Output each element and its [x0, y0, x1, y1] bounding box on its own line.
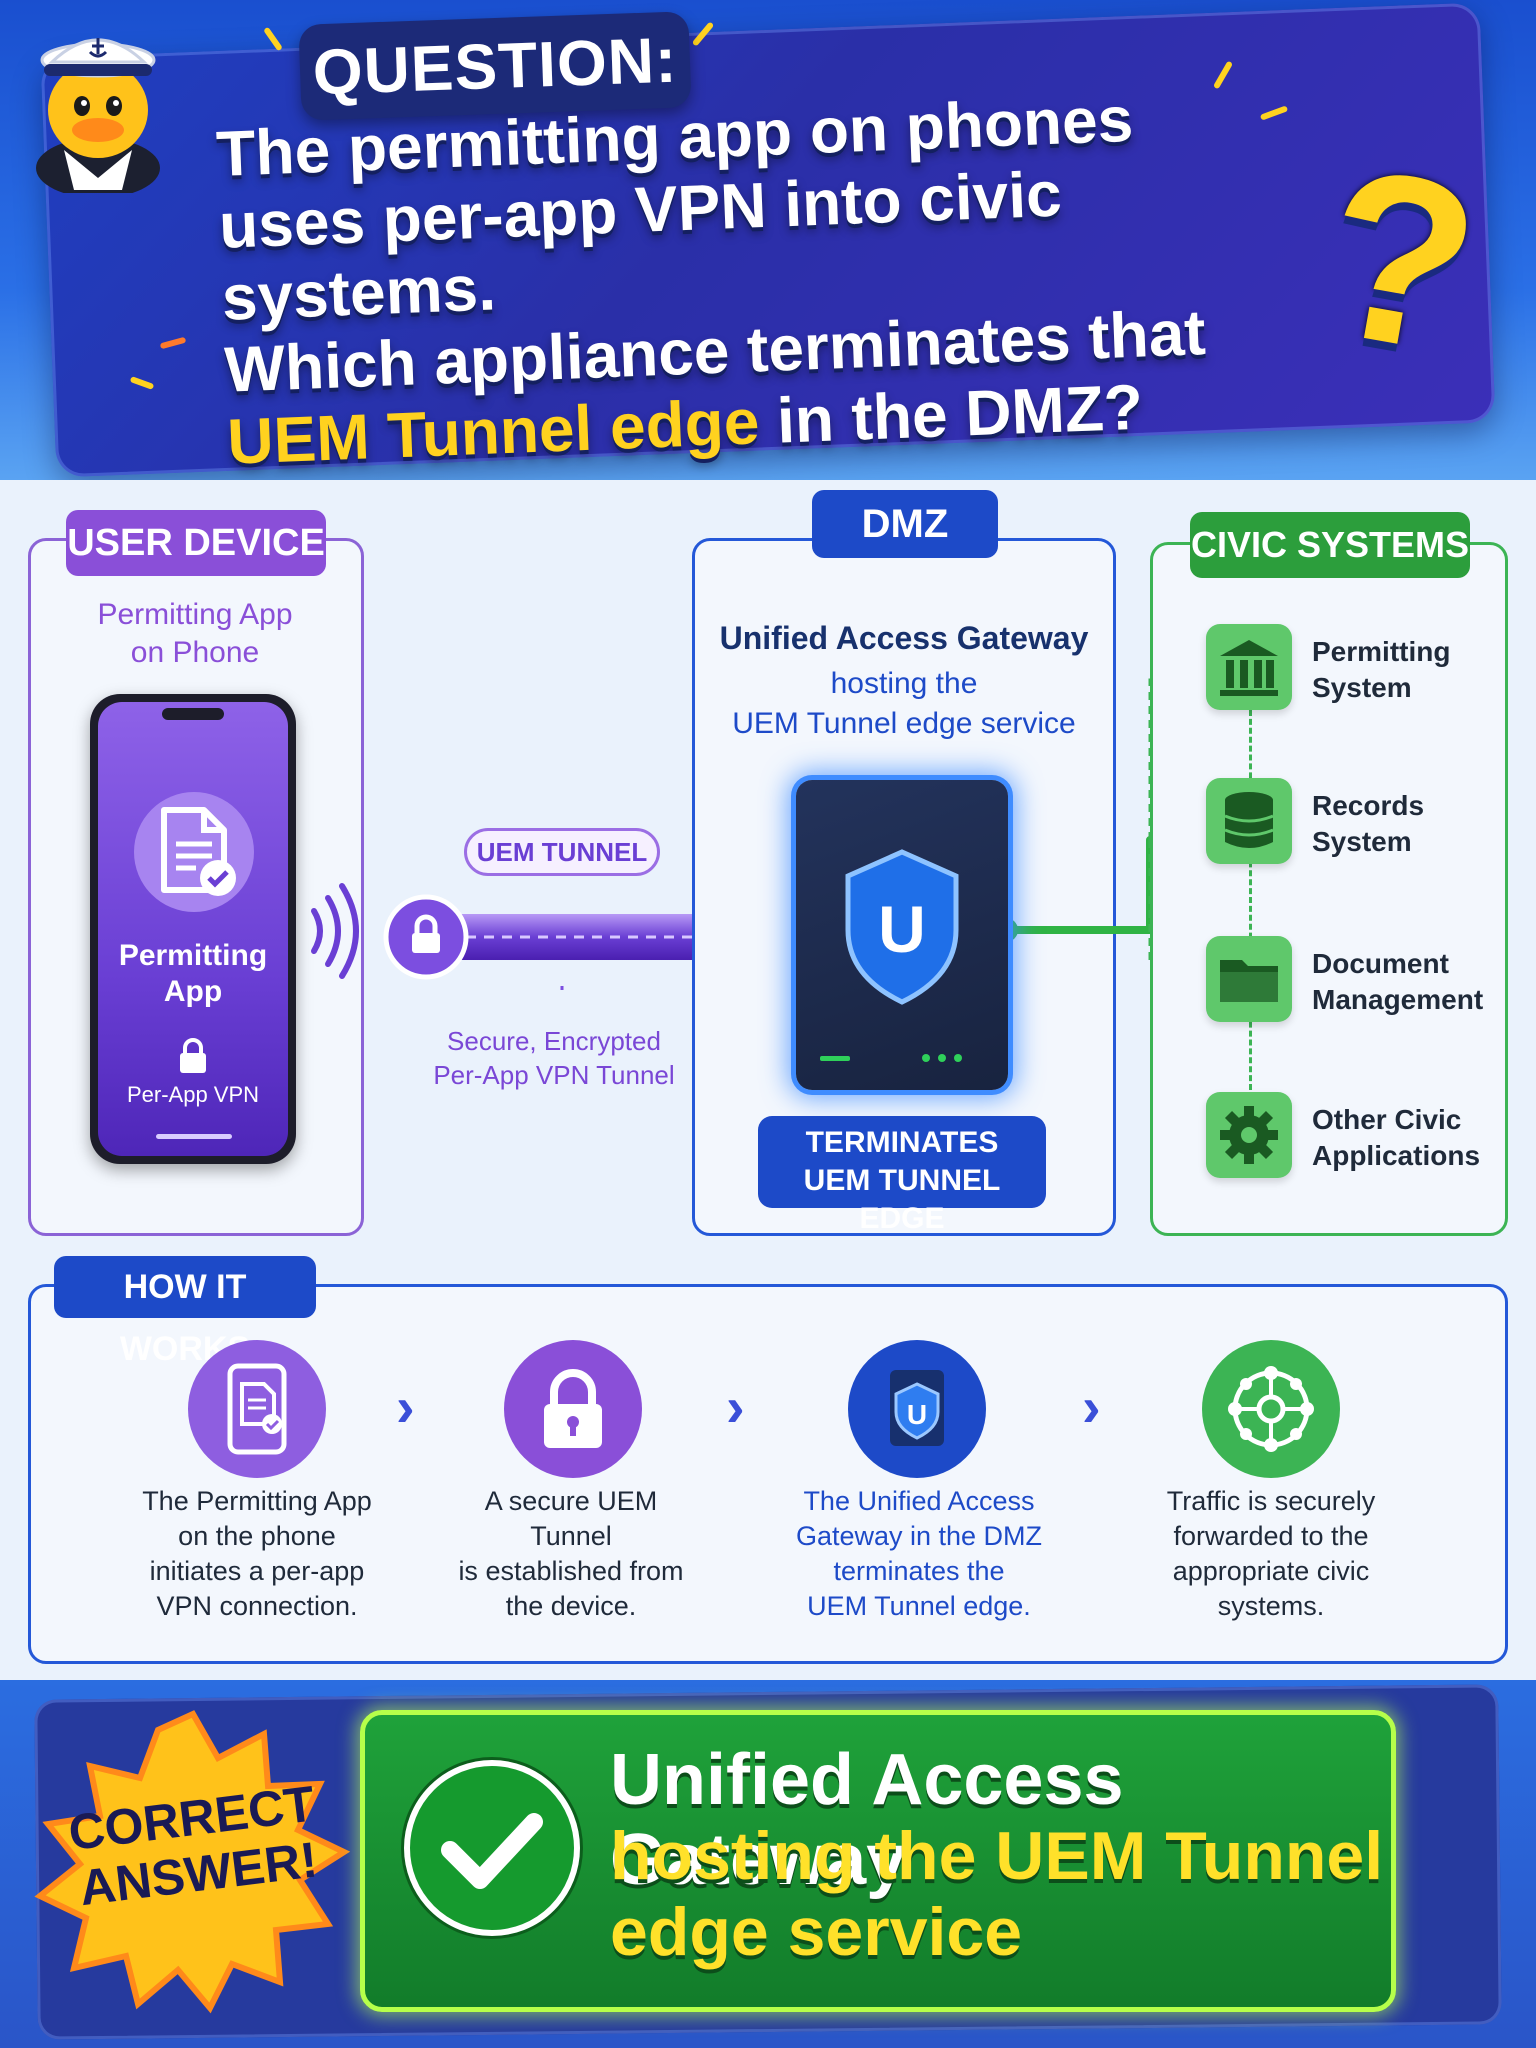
civic-label-line: System — [1312, 826, 1412, 857]
question-text: The permitting app on phones uses per-ap… — [215, 75, 1338, 478]
user-device-tag: USER DEVICE — [66, 510, 326, 576]
terminates-tag: TERMINATES UEM TUNNEL EDGE — [758, 1116, 1046, 1235]
step-line: initiates a per-app — [149, 1556, 365, 1586]
phone: Permitting App Per-App VPN — [90, 694, 296, 1164]
phone-screen: Permitting App Per-App VPN — [98, 702, 288, 1156]
terminates-line: UEM TUNNEL EDGE — [803, 1164, 1001, 1235]
uag-title: Unified Access Gateway — [719, 620, 1089, 656]
how-it-works-tag: HOW IT WORKS — [54, 1256, 316, 1368]
network-hub-icon — [1202, 1340, 1340, 1478]
step-line: The Permitting App — [142, 1486, 372, 1516]
chevron-right-icon: › — [1082, 1375, 1101, 1438]
step-line: terminates the — [833, 1556, 1005, 1586]
chevron-right-icon: › — [396, 1375, 415, 1438]
duck-mascot-icon — [36, 38, 160, 193]
civic-label-line: System — [1312, 672, 1412, 703]
shield-icon: U — [820, 849, 962, 1062]
permitting-app-icon[interactable] — [134, 792, 254, 912]
civic-label-line: Document — [1312, 948, 1449, 979]
civic-label-line: Management — [1312, 984, 1484, 1015]
step-line: on the phone — [178, 1521, 336, 1551]
civic-label-line: Records — [1312, 790, 1425, 821]
answer-title: Unified Access Gateway — [610, 1740, 1124, 1900]
civic-item-document-management[interactable]: Document Management — [1206, 936, 1496, 1032]
civic-dashed-line — [1249, 710, 1252, 1090]
step-line: The Unified Access — [803, 1486, 1035, 1516]
step-line: Gateway in the DMZ — [795, 1521, 1043, 1551]
svg-text:U: U — [907, 1399, 927, 1430]
signal-waves-icon — [311, 883, 359, 979]
how-step-text: A secure UEM Tunnel is established from … — [446, 1484, 696, 1624]
answer-detail-line: hosting the UEM Tunnel — [610, 1818, 1384, 1894]
subtitle-line: Permitting App — [97, 598, 293, 631]
user-device-subtitle: Permitting App on Phone — [40, 596, 350, 672]
civic-item-label: Permitting System — [1312, 634, 1502, 706]
appliance-badge-letter: U — [878, 892, 926, 966]
phone-document-icon — [188, 1340, 326, 1478]
civic-label-line: Permitting — [1312, 636, 1451, 667]
civic-item-other-applications[interactable]: Other Civic Applications — [1206, 1092, 1496, 1188]
correct-answer-burst-icon — [34, 1710, 351, 2014]
civic-item-permitting[interactable]: Permitting System — [1206, 624, 1496, 720]
civic-label-line: Other Civic — [1312, 1104, 1462, 1135]
chevron-right-icon: › — [726, 1375, 745, 1438]
how-step-text: The Unified Access Gateway in the DMZ te… — [794, 1484, 1044, 1624]
uag-subtitle-line: UEM Tunnel edge service — [732, 707, 1076, 740]
civic-item-records[interactable]: Records System — [1206, 778, 1496, 874]
gateway-shield-icon: U — [848, 1340, 986, 1478]
per-app-vpn-label: Per-App VPN — [126, 1082, 260, 1107]
step-line: A secure UEM Tunnel — [484, 1486, 658, 1551]
document-check-icon — [161, 807, 236, 896]
database-icon — [1206, 778, 1292, 864]
step-line: VPN connection. — [156, 1591, 358, 1621]
terminates-line: TERMINATES — [805, 1126, 999, 1159]
how-step-text: Traffic is securely forwarded to the app… — [1146, 1484, 1396, 1624]
step-line: forwarded to the — [1173, 1521, 1369, 1551]
uem-tunnel-tag: UEM TUNNEL — [464, 828, 660, 876]
how-step-text: The Permitting App on the phone initiate… — [132, 1484, 382, 1624]
step-line: the device. — [505, 1591, 637, 1621]
civic-label-line: Applications — [1312, 1140, 1481, 1171]
padlock-icon — [504, 1340, 642, 1478]
gear-icon — [1206, 1092, 1292, 1178]
phone-notch — [162, 708, 224, 720]
step-line: UEM Tunnel edge. — [807, 1591, 1031, 1621]
home-indicator — [156, 1134, 232, 1139]
tunnel-description: Secure, Encrypted Per-App VPN Tunnel — [414, 1024, 694, 1092]
sparkle-decoration — [263, 26, 283, 52]
civic-systems-tag: CIVIC SYSTEMS — [1190, 512, 1470, 578]
dmz-tag: DMZ — [812, 490, 998, 558]
uag-appliance[interactable]: U — [796, 780, 1008, 1090]
question-header — [0, 0, 1536, 480]
answer-detail-line: edge service — [610, 1894, 1023, 1970]
folder-icon — [1206, 936, 1292, 1022]
checkmark-icon — [404, 1760, 580, 1936]
uag-subtitle: hosting the UEM Tunnel edge service — [700, 664, 1108, 744]
civic-item-label: Other Civic Applications — [1312, 1102, 1502, 1174]
civic-item-label: Records System — [1312, 788, 1502, 860]
civic-item-label: Document Management — [1312, 946, 1502, 1018]
lock-icon — [180, 1038, 206, 1073]
step-line: Traffic is securely — [1166, 1486, 1376, 1516]
step-line: systems. — [1217, 1591, 1325, 1621]
uag-subtitle-line: hosting the — [830, 667, 978, 700]
app-label-line: App — [163, 975, 223, 1008]
answer-detail: hosting the UEM Tunnel edge service — [610, 1818, 1390, 1970]
tunnel-description-line: Secure, Encrypted — [447, 1026, 661, 1056]
app-label: Permitting App — [98, 938, 288, 1010]
question-tail: in the DMZ? — [757, 370, 1145, 458]
app-label-line: Permitting — [118, 939, 268, 972]
tunnel-description-line: Per-App VPN Tunnel — [433, 1060, 675, 1090]
subtitle-line: on Phone — [130, 636, 260, 669]
step-line: is established from — [458, 1556, 684, 1586]
step-line: appropriate civic — [1172, 1556, 1370, 1586]
bank-icon — [1206, 624, 1292, 710]
